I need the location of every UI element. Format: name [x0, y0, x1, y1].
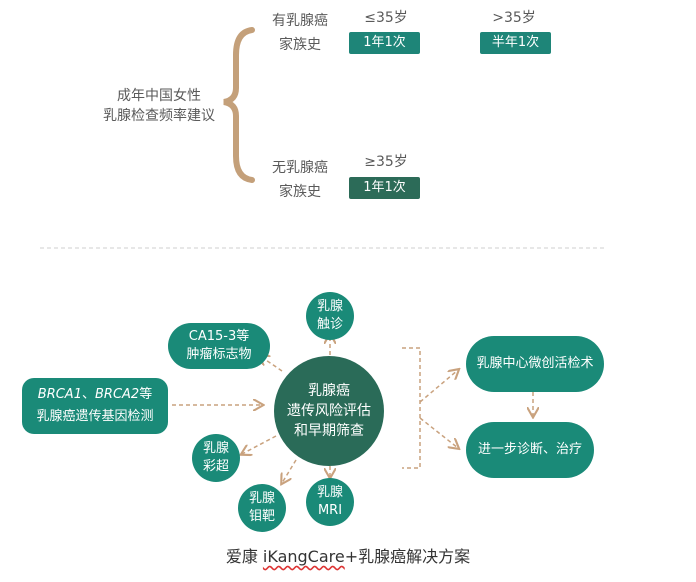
family-history-label: 有乳腺癌 家族史	[262, 11, 338, 55]
brca1-gene: BRCA1	[37, 387, 82, 402]
node-mammo-line2: 钼靶	[248, 509, 275, 524]
node-touch-line2: 触诊	[316, 317, 343, 332]
node-biopsy-label: 乳腺中心微创活检术	[476, 356, 594, 371]
arrow-to-mammo	[282, 459, 297, 483]
right-bracket	[402, 347, 421, 469]
chart-title-block: 成年中国女性 乳腺检查频率建议	[86, 86, 232, 126]
node-further-diagnosis-treatment: 进一步诊断、治疗	[466, 422, 594, 478]
node-touch-line1: 乳腺	[316, 299, 343, 314]
node-mri: 乳腺 MRI	[306, 478, 354, 526]
node-ca153-markers: CA15-3等 肿瘤标志物	[168, 323, 270, 369]
tag-le35: 1年1次	[349, 32, 420, 54]
center-line3: 和早期筛查	[294, 423, 364, 439]
brca-separator: 、	[81, 387, 95, 402]
center-line2: 遗传风险评估	[287, 403, 371, 419]
arrow-to-treat	[419, 417, 458, 448]
age-le35-label: ≤35岁	[364, 10, 408, 26]
tag-gt35: 半年1次	[480, 32, 551, 54]
title-line2: 乳腺检查频率建议	[103, 108, 215, 124]
age-ge35-label: ≥35岁	[364, 154, 408, 170]
no-family-history-line1: 无乳腺癌	[272, 160, 328, 176]
no-family-history-line2: 家族史	[279, 184, 321, 200]
node-brca-line1: BRCA1、BRCA2等	[38, 386, 152, 404]
node-mri-line2: MRI	[317, 503, 343, 518]
arrow-to-biopsy	[419, 370, 458, 403]
node-ca153-line1: CA15-3等	[188, 329, 250, 344]
node-minimally-invasive-biopsy: 乳腺中心微创活检术	[466, 336, 604, 392]
caption-suffix: +乳腺癌解决方案	[344, 547, 471, 566]
brca-suffix: 等	[139, 387, 153, 402]
node-mri-line1: 乳腺	[316, 485, 343, 500]
title-line1: 成年中国女性	[117, 88, 201, 104]
arrow-to-ultra	[242, 435, 277, 454]
family-history-line1: 有乳腺癌	[272, 13, 328, 29]
node-ultra-line1: 乳腺	[202, 441, 229, 456]
node-mammography: 乳腺 钼靶	[238, 484, 286, 532]
node-brca-gene-test: BRCA1、BRCA2等 乳腺癌遗传基因检测	[22, 378, 168, 434]
tag-ge35: 1年1次	[349, 177, 420, 199]
brca2-gene: BRCA2	[95, 387, 140, 402]
center-node-risk-assessment: 乳腺癌 遗传风险评估 和早期筛查	[274, 356, 384, 466]
caption-brand: iKangCare	[262, 547, 345, 566]
node-breast-palpation: 乳腺 触诊	[306, 292, 354, 340]
node-treat-label: 进一步诊断、治疗	[477, 442, 582, 457]
caption-prefix: 爱康	[225, 547, 263, 566]
node-mammo-line1: 乳腺	[248, 491, 275, 506]
node-brca-line2: 乳腺癌遗传基因检测	[36, 409, 154, 424]
node-ultrasound: 乳腺 彩超	[192, 434, 240, 482]
caption: 爱康 iKangCare+乳腺癌解决方案	[0, 543, 696, 567]
center-line1: 乳腺癌	[308, 383, 350, 399]
age-gt35-label: >35岁	[492, 10, 536, 26]
family-history-line2: 家族史	[279, 37, 321, 53]
no-family-history-label: 无乳腺癌 家族史	[262, 158, 338, 202]
node-ultra-line2: 彩超	[202, 459, 229, 474]
node-ca153-line2: 肿瘤标志物	[186, 347, 252, 362]
curly-brace	[223, 27, 255, 183]
